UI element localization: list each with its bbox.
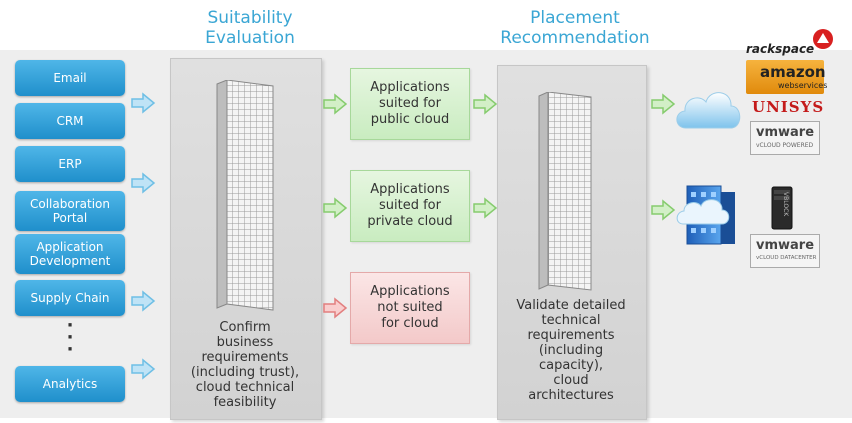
arrow-right-icon <box>323 93 348 115</box>
server-rack-icon <box>216 80 274 311</box>
app-application-development: Application Development <box>15 234 125 274</box>
vmware-vcloud-datacenter-logo: vmware vCLOUD DATACENTER <box>750 234 820 268</box>
suitability-line: feasibility <box>213 395 277 410</box>
placement-line: technical <box>541 313 601 328</box>
placement-heading-line2: Recommendation <box>500 28 650 48</box>
placement-line: Validate detailed <box>516 298 626 313</box>
suitability-heading-line2: Evaluation <box>205 28 295 48</box>
rackspace-logo: rackspace <box>746 42 838 60</box>
placement-line: cloud <box>553 373 589 388</box>
placement-line: architectures <box>528 388 614 403</box>
result-line: for cloud <box>381 316 439 331</box>
arrow-right-icon <box>323 197 348 219</box>
server-rack-icon <box>538 92 592 291</box>
suitability-heading: Suitability Evaluation <box>180 8 320 48</box>
result-line: Applications <box>370 284 450 299</box>
app-collaboration-portal: Collaboration Portal <box>15 191 125 231</box>
suitability-line: business <box>216 335 274 350</box>
app-analytics: Analytics <box>15 366 125 402</box>
unisys-logo: UNISYS <box>752 98 825 116</box>
arrow-right-icon <box>131 290 156 312</box>
amazon-logo: amazon webservices <box>746 60 828 94</box>
placement-line: (including <box>538 343 604 358</box>
result-line: not suited <box>377 300 443 315</box>
result-line: Applications <box>370 80 450 95</box>
suitability-line: (including trust), <box>190 365 300 380</box>
amazon-subtext: webservices <box>778 81 828 90</box>
rackspace-icon <box>813 29 833 49</box>
suitability-line: Confirm <box>219 320 271 335</box>
placement-line: requirements <box>527 328 615 343</box>
ellipsis-dots: ··· <box>66 315 74 360</box>
placement-heading-line1: Placement <box>530 8 620 28</box>
rackspace-text: rackspace <box>746 42 815 56</box>
result-private-cloud: Applications suited for private cloud <box>350 170 470 242</box>
amazon-text: amazon <box>760 63 826 81</box>
server-tower-icon <box>771 186 793 230</box>
suitability-panel-text: Confirm business requirements (including… <box>172 320 318 410</box>
suitability-line: cloud technical <box>195 380 295 395</box>
result-line: private cloud <box>367 214 453 229</box>
suitability-line: requirements <box>201 350 289 365</box>
app-email: Email <box>15 60 125 96</box>
arrow-right-icon <box>651 199 676 221</box>
placement-panel-text: Validate detailed technical requirements… <box>499 298 643 403</box>
result-public-cloud: Applications suited for public cloud <box>350 68 470 140</box>
vmware-subtext: vCLOUD POWERED <box>756 142 814 149</box>
arrow-right-icon <box>651 93 676 115</box>
vmware-text: vmware <box>756 125 815 140</box>
arrow-right-icon <box>473 197 498 219</box>
placement-line: capacity), <box>538 358 604 373</box>
cloud-icon <box>676 92 741 129</box>
placement-heading: Placement Recommendation <box>475 8 675 48</box>
result-line: suited for <box>379 198 441 213</box>
arrow-right-icon <box>323 297 348 319</box>
arrow-right-icon <box>131 92 156 114</box>
app-crm: CRM <box>15 103 125 139</box>
app-supply-chain: Supply Chain <box>15 280 125 316</box>
result-line: Applications <box>370 182 450 197</box>
arrow-right-icon <box>131 358 156 380</box>
vblock-text: VBLOCK <box>782 192 789 217</box>
vmware-vcloud-powered-logo: vmware vCLOUD POWERED <box>750 121 820 155</box>
suitability-heading-line1: Suitability <box>207 8 293 28</box>
result-not-suited: Applications not suited for cloud <box>350 272 470 344</box>
vmware-subtext: vCLOUD DATACENTER <box>756 255 817 261</box>
result-line: suited for <box>379 96 441 111</box>
arrow-right-icon <box>131 172 156 194</box>
arrow-right-icon <box>473 93 498 115</box>
building-cloud-icon <box>676 185 735 245</box>
result-line: public cloud <box>370 112 450 127</box>
app-erp: ERP <box>15 146 125 182</box>
vmware-text: vmware <box>756 238 815 253</box>
